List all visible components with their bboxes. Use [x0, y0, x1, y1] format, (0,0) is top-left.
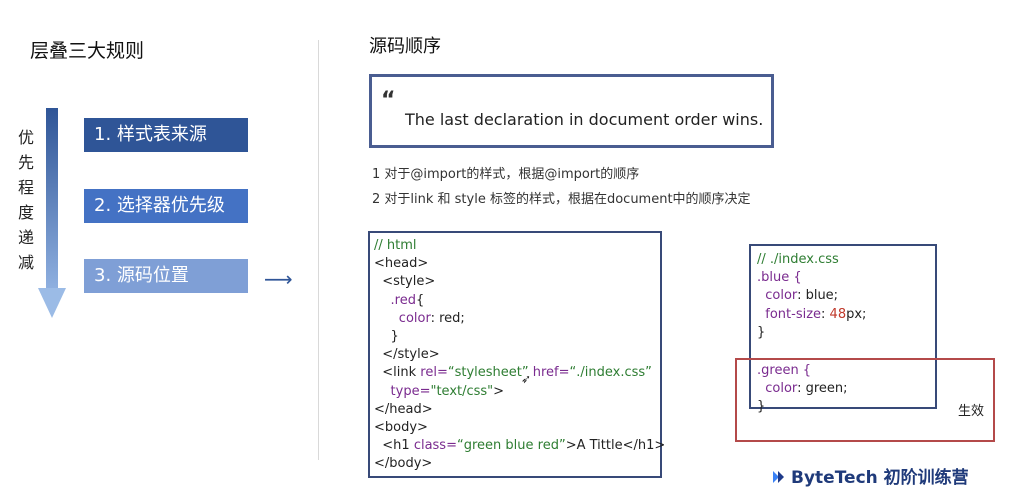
code-value: : blue; [797, 288, 839, 304]
code-line: <body> [374, 420, 428, 436]
left-title: 层叠三大规则 [30, 40, 145, 62]
css-code-green: .green { color: green; } [757, 362, 848, 417]
css-code-box [749, 244, 937, 409]
code-line: } [757, 324, 766, 340]
quote-mark-icon: “ [381, 88, 396, 113]
code-line: } [390, 329, 399, 345]
code-selector: .blue { [757, 270, 802, 286]
code-prop: font-size [765, 306, 822, 322]
code-selector: .green { [757, 363, 812, 378]
code-line: </body> [374, 456, 433, 472]
rule-selector-specificity: 2. 选择器优先级 [84, 189, 248, 223]
code-line: <head> [374, 256, 429, 272]
code-line: > [493, 383, 505, 399]
code-comment: // ./index.css [757, 252, 839, 267]
code-prop: color [765, 288, 798, 304]
code-line: </head> [374, 401, 433, 417]
code-line: } [757, 399, 766, 415]
code-selector: .red [390, 292, 416, 308]
code-line: { [415, 292, 425, 308]
arrow-right-icon: ⟶ [264, 267, 293, 291]
code-value: red; [434, 310, 465, 326]
code-comment: // html [374, 238, 417, 253]
html-code: // html <head> <style> .red{ color: red;… [374, 238, 666, 472]
code-number: 48 [829, 306, 847, 322]
code-prop: color [765, 381, 798, 397]
code-attr: href= [532, 365, 570, 381]
source-order-title: 源码顺序 [369, 36, 441, 57]
code-string: “./index.css” [569, 365, 652, 381]
priority-arrow-shaft [46, 108, 58, 290]
note-link-style: 2 对于link 和 style 标签的样式，根据在document中的顺序决定 [372, 192, 751, 207]
rule-stylesheet-origin: 1. 样式表来源 [84, 118, 248, 152]
code-prop: color [398, 310, 431, 326]
brand-logo: ByteTech 初阶训练营 [771, 463, 969, 488]
mouse-cursor-icon: ➶ [521, 372, 532, 386]
brand-text: ByteTech 初阶训练营 [791, 468, 969, 488]
html-code-box [368, 231, 662, 478]
quote-box [369, 74, 774, 148]
note-import: 1 对于@import的样式，根据@import的顺序 [372, 167, 640, 182]
code-line: <link [382, 365, 417, 381]
effective-label: 生效 [958, 404, 985, 419]
code-value: px; [846, 306, 867, 322]
effective-rule-highlight [735, 358, 995, 442]
code-value: : green; [797, 381, 848, 397]
code-string: "text/css" [430, 383, 494, 399]
code-attr: class= [413, 438, 457, 454]
quote-text: The last declaration in document order w… [405, 110, 764, 129]
priority-vertical-label: 优先程度递减 [17, 128, 34, 272]
vertical-divider [318, 40, 319, 460]
css-code-blue: // ./index.css .blue { color: blue; font… [757, 252, 867, 340]
bytetech-logo-icon [773, 471, 784, 483]
code-attr: rel= [420, 365, 448, 381]
rule-source-position: 3. 源码位置 [84, 259, 248, 293]
code-line: </style> [382, 347, 440, 363]
code-string: “stylesheet” [447, 365, 529, 381]
code-line: <h1 [382, 438, 410, 454]
code-string: “green blue red” [456, 438, 566, 454]
priority-arrow-down-icon [38, 288, 66, 318]
code-line: <style> [382, 274, 436, 290]
code-line: >A Tittle</h1> [565, 438, 666, 454]
code-attr: type= [390, 383, 431, 399]
